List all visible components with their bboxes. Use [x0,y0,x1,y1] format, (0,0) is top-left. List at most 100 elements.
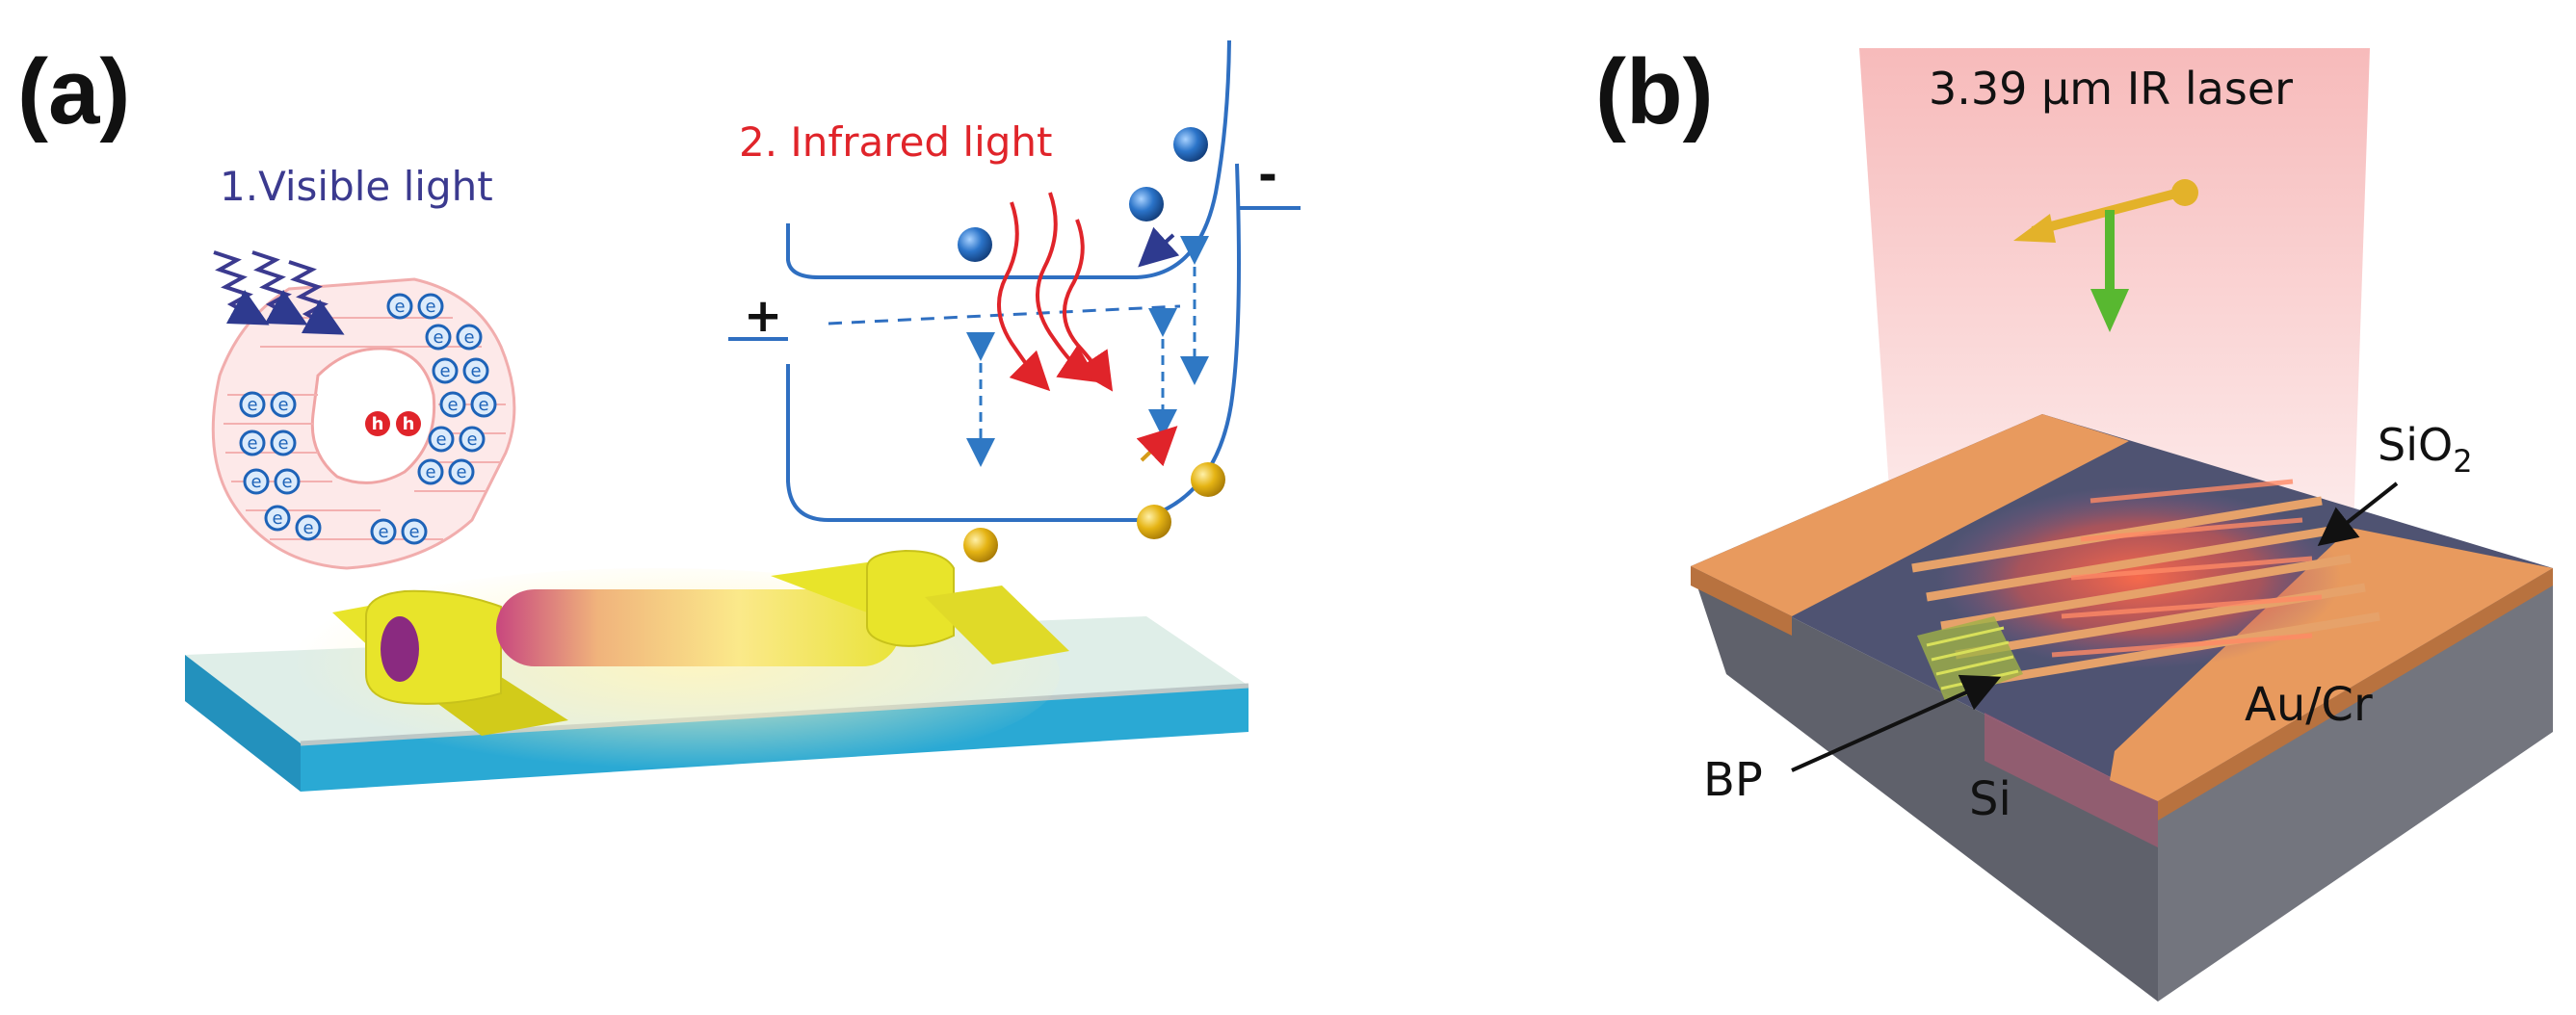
visible-light-arrows [213,250,345,335]
svg-text:e: e [302,518,313,538]
minus-sign: - [1258,148,1277,202]
visible-light-label: 1.Visible light [220,163,493,210]
bp-pointer [1791,674,2002,772]
svg-text:e: e [250,472,261,492]
nanowire-end [381,616,419,682]
si-front-left [1691,566,2158,1002]
electrons-group: e e e e e e e e e e e e e e e e e e e e [239,293,497,545]
infrared-light-label: 2. Infrared light [739,118,1053,166]
panel-a: (a) 1.Visible light e [17,39,1301,792]
hole-ball [1137,505,1171,539]
visible-light-wave [213,250,270,325]
electron: e [470,391,497,418]
electron: e [386,293,413,320]
plus-sign: + [744,289,782,343]
electron: e [459,426,486,453]
electron: e [439,391,466,418]
electron-relax-arrow [1138,226,1180,268]
nanowire-tube [496,589,901,666]
svg-text:e: e [447,395,458,415]
svg-text:e: e [394,297,405,317]
bp-label: BP [1703,753,1763,807]
electron: e [270,391,297,418]
channel-glow [1936,486,2341,669]
si-front-right [2158,568,2553,1002]
fermi-level [828,304,1181,325]
svg-text:e: e [281,472,292,492]
electron: e [239,391,266,418]
gold-arrow-head [2013,214,2056,243]
right-electrode-clamp [866,549,955,647]
electron: e [264,505,291,532]
panel-a-label: (a) [17,40,130,143]
hole-ball [1191,462,1225,497]
electron: e [295,514,322,541]
sio2-label: SiO2 [2378,419,2473,480]
electron: e [456,324,483,351]
right-gold-pad-edge [2158,568,2553,820]
svg-text:e: e [463,327,474,348]
infrared-wave [996,201,1051,392]
gold-arrow-tail [2171,179,2198,206]
hole-ball [963,528,998,562]
green-arrow-head [2090,289,2129,332]
electron: e [370,518,397,545]
device-a [185,549,1249,792]
right-gold-pad [2110,528,2553,801]
si-label: Si [1969,772,2011,826]
svg-text:e: e [433,327,443,348]
sio2-pointer [2317,481,2399,546]
finger [1940,554,2352,631]
svg-text:e: e [425,462,435,482]
svg-text:e: e [277,395,288,415]
device-b [1691,414,2553,1002]
electron-ball [1173,127,1208,162]
laser-label: 3.39 μm IR laser [1929,63,2293,115]
svg-text:h: h [372,414,384,434]
svg-text:e: e [247,433,257,454]
si-glow [1985,713,2158,847]
electron: e [243,468,270,495]
substrate-side [185,655,301,792]
valence-band [786,163,1241,522]
infrared-arrows [996,192,1114,392]
nanowire-cross-section: e e e e e e e e e e e e e e e e e e e e [211,250,516,570]
electron: e [425,324,452,351]
left-gold-pad [1691,414,2129,616]
transition-arrows [966,236,1209,467]
right-electrode-pad [925,586,1069,664]
finger [1926,525,2337,602]
electron: e [462,357,489,384]
svg-text:e: e [478,395,488,415]
electron-ball [958,227,992,262]
left-gold-pad-edge [1691,566,1792,636]
svg-text:e: e [470,361,481,381]
electron: e [417,458,444,485]
infrared-wave [1035,192,1099,383]
electron: e [239,429,266,456]
bp-lattice [2051,479,2323,658]
infrared-wave [1063,219,1114,392]
electron: e [448,458,475,485]
aucr-label: Au/Cr [2245,678,2373,732]
electron: e [432,357,459,384]
hole-relax-arrow [1136,426,1178,467]
visible-light-wave [288,260,345,335]
svg-text:e: e [439,361,450,381]
electron: e [401,518,428,545]
svg-text:e: e [277,433,288,454]
hole: h [365,411,390,436]
svg-text:e: e [272,508,282,529]
svg-text:e: e [466,429,477,450]
svg-text:e: e [408,522,419,542]
svg-text:e: e [425,297,435,317]
electron: e [270,429,297,456]
panel-b: (b) 3.39 μm IR laser [1595,40,2553,1002]
svg-text:e: e [435,429,446,450]
hole: h [396,411,421,436]
panel-b-label: (b) [1595,40,1714,143]
finger [1969,612,2380,689]
electron-ball [1129,187,1164,221]
svg-text:e: e [247,395,257,415]
electron: e [274,468,301,495]
